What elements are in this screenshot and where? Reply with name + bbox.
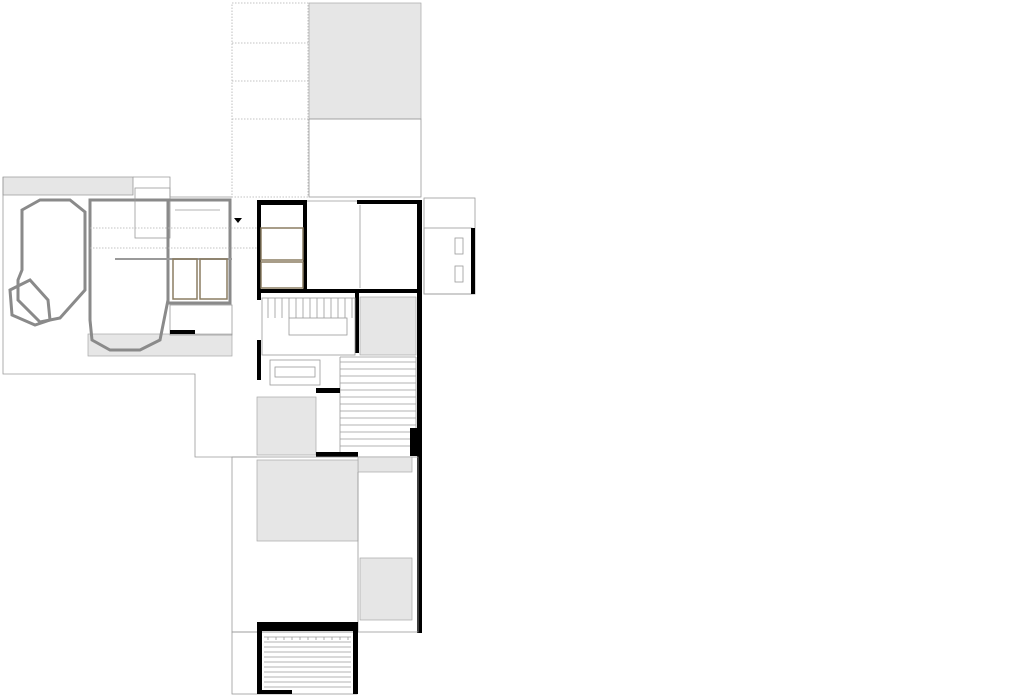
stair-upper bbox=[261, 297, 356, 356]
entrance-marker-icon bbox=[234, 218, 242, 223]
stair-lower bbox=[264, 636, 351, 688]
new-building bbox=[231, 200, 422, 695]
site-outline bbox=[2, 176, 257, 458]
annex bbox=[423, 197, 476, 295]
stair-main bbox=[339, 356, 417, 452]
existing-villa bbox=[8, 187, 257, 352]
dining-table bbox=[274, 366, 316, 378]
parking-grid bbox=[231, 2, 422, 198]
